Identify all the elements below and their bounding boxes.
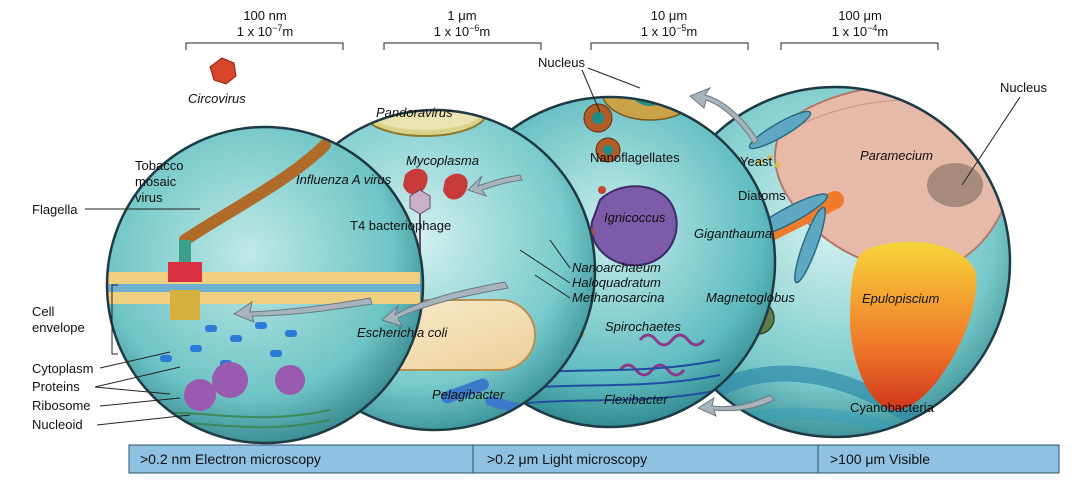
label-tobacco-3: virus xyxy=(135,190,163,205)
svg-text:100 nm: 100 nm xyxy=(243,8,286,23)
label-methanosarcina: Methanosarcina xyxy=(572,290,665,305)
label-flagella: Flagella xyxy=(32,202,78,217)
label-pandoravirus: Pandoravirus xyxy=(376,105,453,120)
label-proteins: Proteins xyxy=(32,379,80,394)
label-yeast: Yeast xyxy=(740,154,772,169)
label-envelope: envelope xyxy=(32,320,85,335)
svg-text:1 μm: 1 μm xyxy=(447,8,476,23)
scale-label-100um: 100 μm 1 x 10−4m xyxy=(832,8,889,39)
label-diatoms: Diatoms xyxy=(738,188,786,203)
scale-bracket-100um xyxy=(780,42,939,50)
label-circovirus: Circovirus xyxy=(188,91,246,106)
scale-label-100nm: 100 nm 1 x 10−7m xyxy=(237,8,294,39)
bar-electron-microscopy: >0.2 nm Electron microscopy xyxy=(140,451,321,467)
label-t4: T4 bacteriophage xyxy=(350,218,451,233)
label-nucleus-right: Nucleus xyxy=(1000,80,1047,95)
label-flexibacter: Flexibacter xyxy=(604,392,668,407)
label-ecoli: Escherichia coli xyxy=(357,325,448,340)
label-cytoplasm: Cytoplasm xyxy=(32,361,93,376)
label-haloquadratum: Haloquadratum xyxy=(572,275,661,290)
label-cyanobacteria: Cyanobacteria xyxy=(850,400,935,415)
label-influenza: Influenza A virus xyxy=(296,172,392,187)
bar-visible: >100 μm Visible xyxy=(830,451,930,467)
circovirus-icon xyxy=(209,57,237,85)
label-tobacco-1: Tobacco xyxy=(135,158,183,173)
label-magnetoglobus: Magnetoglobus xyxy=(706,290,795,305)
arrow-icon xyxy=(232,86,775,417)
scale-label-10um: 10 μm 1 x 10−5m xyxy=(641,8,698,39)
label-mycoplasma: Mycoplasma xyxy=(406,153,479,168)
label-ignicoccus: Ignicoccus xyxy=(604,210,666,225)
svg-text:1 x 10−7m: 1 x 10−7m xyxy=(237,23,294,39)
scale-bracket-10um xyxy=(590,42,749,50)
svg-text:1 x 10−6m: 1 x 10−6m xyxy=(434,23,491,39)
label-epulopiscium: Epulopiscium xyxy=(862,291,939,306)
label-nanoflagellates: Nanoflagellates xyxy=(590,150,680,165)
label-nanoarchaeum: Nanoarchaeum xyxy=(572,260,661,275)
label-pelagibacter: Pelagibacter xyxy=(432,387,505,402)
scale-bracket-1um xyxy=(383,42,542,50)
left-labels: Flagella Cell envelope Cytoplasm Protein… xyxy=(32,202,200,432)
svg-text:1 x 10−4m: 1 x 10−4m xyxy=(832,23,889,39)
label-tobacco-2: mosaic xyxy=(135,174,177,189)
bar-light-microscopy: >0.2 μm Light microscopy xyxy=(487,451,647,467)
label-nucleoid: Nucleoid xyxy=(32,417,83,432)
scale-bracket-100nm xyxy=(185,42,344,50)
microscopy-bar: >0.2 nm Electron microscopy >0.2 μm Ligh… xyxy=(128,444,1060,474)
svg-text:10 μm: 10 μm xyxy=(651,8,687,23)
label-giganthauma: Giganthauma xyxy=(694,226,772,241)
svg-text:1 x 10−5m: 1 x 10−5m xyxy=(641,23,698,39)
organism-labels: Circovirus Tobacco mosaic virus Pandorav… xyxy=(135,55,1047,415)
circle-100nm xyxy=(105,125,425,445)
svg-text:100 μm: 100 μm xyxy=(838,8,882,23)
label-paramecium: Paramecium xyxy=(860,148,933,163)
label-cell: Cell xyxy=(32,304,55,319)
label-ribosome: Ribosome xyxy=(32,398,91,413)
label-spirochaetes: Spirochaetes xyxy=(605,319,681,334)
scale-label-1um: 1 μm 1 x 10−6m xyxy=(434,8,491,39)
label-nucleus-mid: Nucleus xyxy=(538,55,585,70)
